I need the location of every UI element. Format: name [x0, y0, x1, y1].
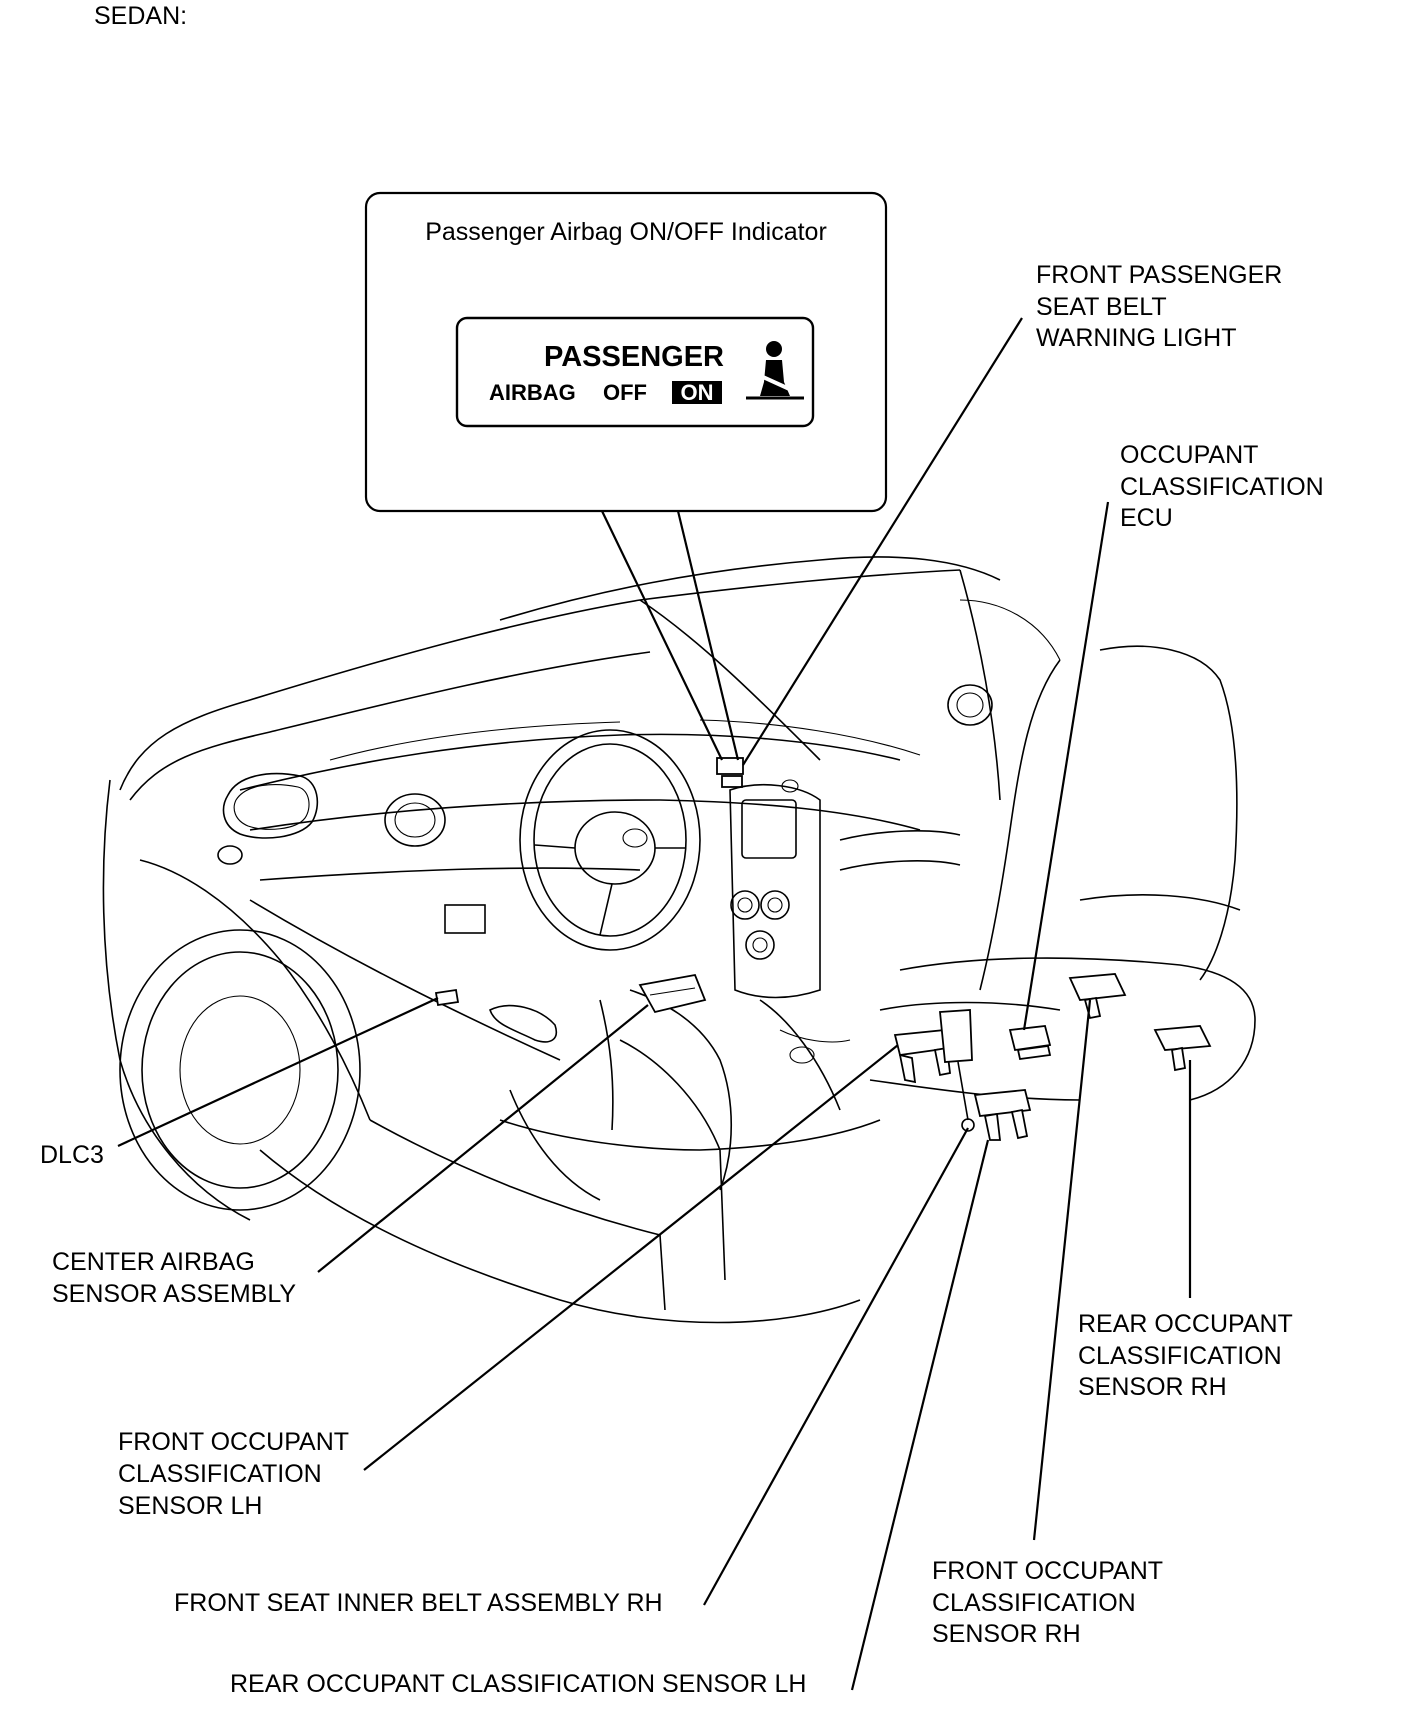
label-dlc3: DLC3	[40, 1141, 104, 1169]
label-line: ECU	[1120, 504, 1173, 532]
label-line: WARNING LIGHT	[1036, 324, 1236, 352]
label-rear-occupant-classification-sensor-rh: REAR OCCUPANT CLASSIFICATION SENSOR RH	[1078, 1310, 1293, 1401]
label-line: DLC3	[40, 1141, 104, 1169]
label-front-occupant-classification-sensor-lh: FRONT OCCUPANT CLASSIFICATION SENSOR LH	[118, 1428, 349, 1520]
indicator-off-text: OFF	[603, 380, 647, 405]
label-line: FRONT PASSENGER	[1036, 261, 1282, 289]
label-line: OCCUPANT	[1120, 441, 1258, 469]
leader-line-front-occupant-sensor-lh	[363, 1044, 899, 1471]
label-line: SEAT BELT	[1036, 293, 1167, 321]
leader-line-occupant-classification-ecu	[1022, 501, 1110, 1031]
leader-line-seat-belt-warning-light	[742, 317, 1023, 766]
indicator-display	[455, 316, 815, 428]
indicator-airbag-text: AIRBAG	[489, 380, 576, 405]
leader-line-rear-occupant-sensor-lh	[850, 1139, 990, 1691]
seatbelt-icon	[746, 341, 804, 400]
indicator-pointer-line-left	[601, 510, 723, 761]
leader-line-front-seat-inner-belt	[703, 1127, 969, 1606]
label-line: REAR OCCUPANT CLASSIFICATION SENSOR LH	[230, 1670, 807, 1698]
label-line: SENSOR LH	[118, 1492, 262, 1520]
indicator-passenger-text: PASSENGER	[544, 341, 724, 373]
label-line: SENSOR ASSEMBLY	[52, 1280, 296, 1308]
label-occupant-classification-ecu: OCCUPANT CLASSIFICATION ECU	[1120, 441, 1324, 532]
label-line: FRONT OCCUPANT	[118, 1428, 349, 1456]
indicator-pointer-line-right	[676, 510, 740, 761]
label-line: CENTER AIRBAG	[52, 1248, 255, 1276]
model-label: SEDAN:	[94, 2, 187, 30]
label-line: FRONT SEAT INNER BELT ASSEMBLY RH	[174, 1589, 663, 1617]
label-rear-occupant-classification-sensor-lh: REAR OCCUPANT CLASSIFICATION SENSOR LH	[230, 1670, 807, 1698]
leader-line-dlc3	[117, 997, 439, 1147]
label-line: REAR OCCUPANT	[1078, 1310, 1293, 1338]
label-line: SENSOR RH	[1078, 1373, 1227, 1401]
label-center-airbag-sensor-assembly: CENTER AIRBAG SENSOR ASSEMBLY	[52, 1248, 296, 1308]
label-front-passenger-seat-belt-warning-light: FRONT PASSENGER SEAT BELT WARNING LIGHT	[1036, 261, 1282, 352]
indicator-on-text: ON	[681, 380, 714, 405]
label-line: FRONT OCCUPANT	[932, 1557, 1163, 1585]
label-line: SENSOR RH	[932, 1620, 1081, 1648]
indicator-title: Passenger Airbag ON/OFF Indicator	[425, 218, 827, 246]
leader-line-center-airbag-sensor	[317, 1004, 649, 1273]
label-line: CLASSIFICATION	[1078, 1342, 1282, 1370]
indicator-on-highlight	[672, 381, 722, 404]
label-front-seat-inner-belt-assembly-rh: FRONT SEAT INNER BELT ASSEMBLY RH	[174, 1589, 663, 1617]
label-line: CLASSIFICATION	[932, 1589, 1136, 1617]
indicator-callout: Passenger Airbag ON/OFF Indicator PASSEN…	[364, 191, 888, 761]
leader-line-front-occupant-sensor-rh	[1032, 999, 1092, 1541]
label-line: CLASSIFICATION	[1120, 473, 1324, 501]
label-line: CLASSIFICATION	[118, 1460, 322, 1488]
leader-lines	[117, 317, 1192, 1691]
label-front-occupant-classification-sensor-rh: FRONT OCCUPANT CLASSIFICATION SENSOR RH	[932, 1557, 1163, 1648]
